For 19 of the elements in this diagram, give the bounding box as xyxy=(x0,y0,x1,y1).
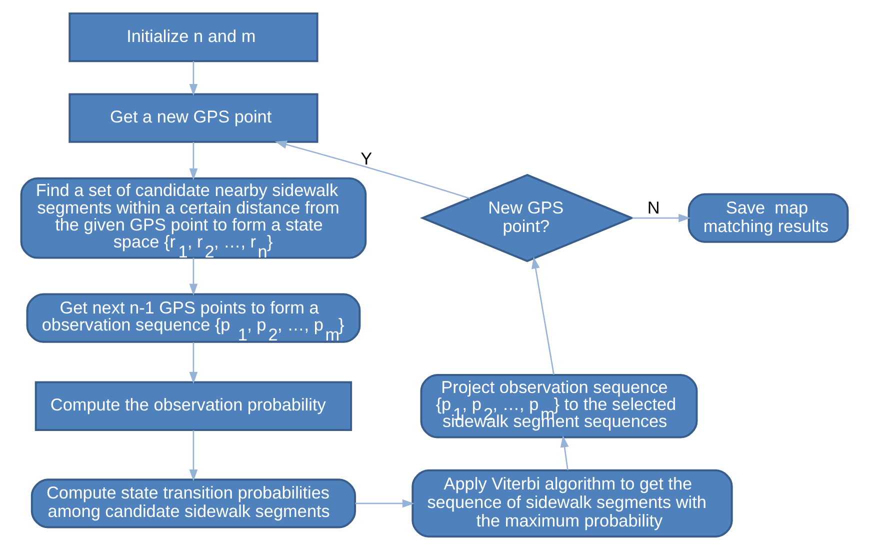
arrow xyxy=(355,499,414,508)
node-box: Compute state transition probabilities among candidate sidewalk segments xyxy=(30,478,356,528)
node-box: Save map matching results xyxy=(688,193,849,243)
arrow xyxy=(560,435,569,470)
arrow xyxy=(189,61,198,96)
arrow xyxy=(189,430,198,482)
node-diamond: New GPS point? xyxy=(420,174,634,262)
node-box: Apply Viterbi algorithm to get the sequence of sidewalk segments with the maximum probability xyxy=(412,469,733,538)
node-box: Initialize n and m xyxy=(68,12,318,62)
node-box: Compute the observation probability xyxy=(34,381,352,431)
arrow xyxy=(274,140,470,200)
arrow xyxy=(532,256,554,375)
edge-label: Y xyxy=(360,148,372,169)
edge-label: N xyxy=(647,197,660,218)
arrow xyxy=(189,142,198,180)
arrow xyxy=(189,258,198,296)
arrow xyxy=(189,342,198,384)
arrow xyxy=(632,214,691,222)
node-box: Get a new GPS point xyxy=(68,93,318,143)
